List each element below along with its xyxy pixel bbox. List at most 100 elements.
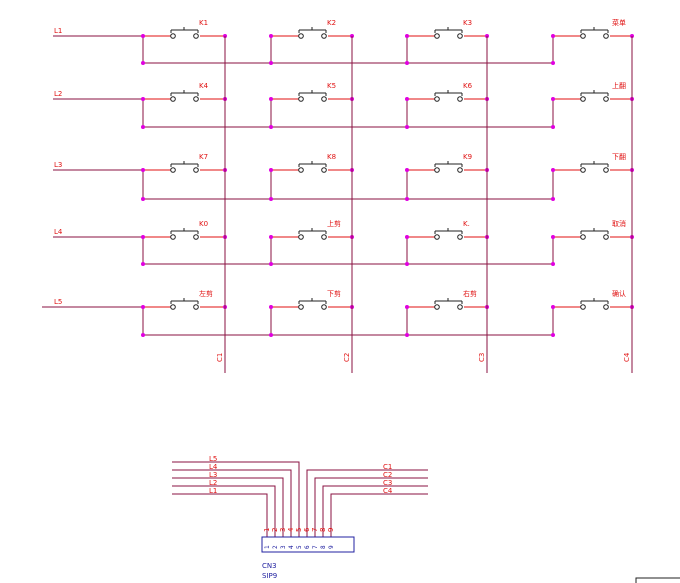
connector-pin-label: 2 <box>272 545 279 549</box>
key-switch-4-1: 下剪 <box>269 289 354 337</box>
switch-contact-left <box>298 167 304 173</box>
key-switch-4-3: 确认 <box>551 289 634 337</box>
key-label: K9 <box>463 153 472 161</box>
key-switch-1-2: K6 <box>405 82 489 129</box>
connector-label-c3: C3 <box>383 479 392 487</box>
junction-dot <box>551 125 555 129</box>
switch-actuator <box>170 90 199 96</box>
junction-dot <box>405 197 409 201</box>
column-label-c3: C3 <box>478 353 486 362</box>
connector-pin-number: 1 <box>263 528 271 532</box>
switch-actuator <box>580 298 609 304</box>
key-switch-4-0: 左剪 <box>141 289 227 337</box>
junction-dot <box>141 61 145 65</box>
switch-contact-right <box>603 33 609 39</box>
switch-actuator <box>580 90 609 96</box>
switch-actuator <box>298 228 327 234</box>
switch-contact-right <box>193 234 199 240</box>
switch-actuator <box>298 27 327 33</box>
junction-dot <box>141 197 145 201</box>
connector-label-l2: L2 <box>209 479 217 487</box>
row-label-l2: L2 <box>54 90 62 98</box>
connector-pin-label: 4 <box>288 545 295 549</box>
switch-contact-right <box>193 33 199 39</box>
junction-dot <box>405 125 409 129</box>
switch-actuator <box>170 161 199 167</box>
switch-actuator <box>170 298 199 304</box>
junction-dot <box>405 262 409 266</box>
junction-dot <box>551 61 555 65</box>
key-switch-1-0: K4 <box>141 82 227 129</box>
switch-contact-right <box>457 304 463 310</box>
connector-pin-label: 7 <box>312 545 319 549</box>
connector-name: CN3 <box>262 562 277 570</box>
switch-contact-left <box>580 304 586 310</box>
switch-actuator <box>434 27 463 33</box>
key-label: K7 <box>199 153 208 161</box>
connector-pin-number: 8 <box>319 528 327 532</box>
column-label-c2: C2 <box>343 353 351 362</box>
row-label-l4: L4 <box>54 228 63 236</box>
switch-contact-left <box>170 167 176 173</box>
junction-dot <box>141 235 145 239</box>
key-switch-1-1: K5 <box>269 82 354 129</box>
switch-contact-left <box>434 304 440 310</box>
switch-contact-left <box>434 33 440 39</box>
junction-dot <box>551 97 555 101</box>
junction-dot <box>141 333 145 337</box>
switch-actuator <box>580 161 609 167</box>
switch-contact-left <box>170 304 176 310</box>
key-label: 菜单 <box>612 18 626 27</box>
connector-label-c4: C4 <box>383 487 393 495</box>
switch-contact-left <box>298 33 304 39</box>
junction-dot <box>269 34 273 38</box>
junction-dot <box>269 125 273 129</box>
junction-dot <box>551 34 555 38</box>
connector-pin-number: 4 <box>287 527 295 532</box>
switch-actuator <box>434 228 463 234</box>
key-label: K5 <box>327 82 336 90</box>
key-switch-3-0: K0 <box>141 220 227 266</box>
connector-wire-c1 <box>306 469 428 537</box>
switch-contact-left <box>434 167 440 173</box>
switch-actuator <box>434 90 463 96</box>
junction-dot <box>269 235 273 239</box>
key-label: K. <box>463 220 470 228</box>
switch-contact-right <box>457 96 463 102</box>
junction-dot <box>269 197 273 201</box>
connector-pin-label: 9 <box>328 545 335 549</box>
switch-contact-left <box>580 167 586 173</box>
key-label: 上翻 <box>612 81 626 90</box>
row-label-l3: L3 <box>54 161 62 169</box>
switch-contact-right <box>193 96 199 102</box>
connector-label-l4: L4 <box>209 463 218 471</box>
key-label: 左剪 <box>199 289 213 298</box>
key-label: K1 <box>199 19 208 27</box>
switch-actuator <box>298 161 327 167</box>
key-switch-0-2: K3 <box>405 19 489 65</box>
switch-contact-right <box>603 167 609 173</box>
switch-contact-right <box>321 234 327 240</box>
key-label: K4 <box>199 82 209 90</box>
switch-contact-left <box>298 96 304 102</box>
junction-dot <box>269 305 273 309</box>
switch-actuator <box>434 161 463 167</box>
connector-pin-number: 9 <box>327 528 335 532</box>
connector-label-c1: C1 <box>383 463 392 471</box>
connector-wire-c2 <box>314 477 428 537</box>
junction-dot <box>405 168 409 172</box>
key-label: K2 <box>327 19 336 27</box>
connector-pin-label: 8 <box>320 545 327 549</box>
key-switch-0-1: K2 <box>269 19 354 65</box>
switch-contact-right <box>603 96 609 102</box>
junction-dot <box>551 305 555 309</box>
switch-contact-left <box>580 234 586 240</box>
connector-pin-number: 7 <box>311 528 319 532</box>
switch-contact-right <box>321 96 327 102</box>
key-switch-0-3: 菜单 <box>551 18 634 65</box>
connector-label-l5: L5 <box>209 455 217 463</box>
key-switch-2-1: K8 <box>269 153 354 201</box>
